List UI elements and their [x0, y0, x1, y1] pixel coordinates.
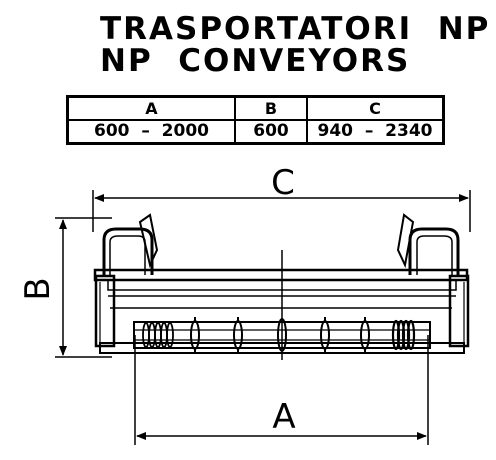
- header-cell-a: A: [66, 95, 236, 121]
- label-a: A: [272, 397, 295, 437]
- label-c: C: [271, 163, 295, 203]
- dimension-b: [55, 217, 112, 358]
- conveyor-body: [93, 213, 470, 360]
- label-b: B: [18, 277, 58, 300]
- dimension-table-value-row: 600 – 2000 600 940 – 2340: [66, 119, 445, 145]
- value-cell-c: 940 – 2340: [306, 119, 445, 145]
- title-line-en: NP CONVEYORS: [100, 43, 411, 79]
- dimension-table: A B C 600 – 2000 600 940 – 2340: [66, 95, 445, 145]
- value-cell-b: 600: [234, 119, 308, 145]
- dimension-c: [92, 190, 471, 232]
- value-cell-a: 600 – 2000: [66, 119, 236, 145]
